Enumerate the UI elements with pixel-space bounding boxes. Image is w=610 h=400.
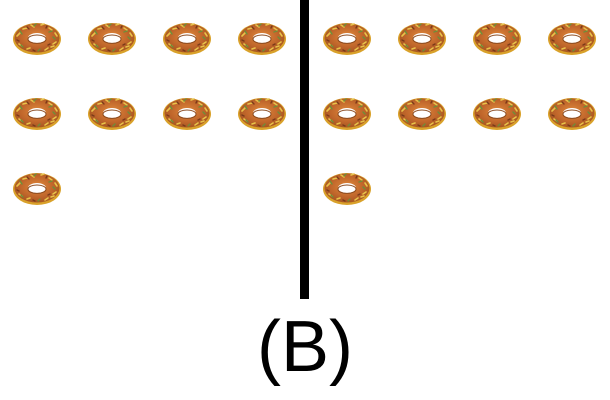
donut-icon <box>471 95 523 133</box>
donut-icon <box>11 95 63 133</box>
option-label: (B) <box>257 307 353 387</box>
divider-line <box>300 0 309 299</box>
donut-icon <box>396 20 448 58</box>
donut-icon <box>11 170 63 208</box>
donut-icon <box>161 95 213 133</box>
donut-icon <box>161 20 213 58</box>
donut-icon <box>471 20 523 58</box>
donut-icon <box>321 95 373 133</box>
donut-icon <box>396 95 448 133</box>
donut-icon <box>236 20 288 58</box>
donut-icon <box>86 20 138 58</box>
donut-icon <box>236 95 288 133</box>
donut-icon <box>86 95 138 133</box>
right-donut-group <box>310 0 610 300</box>
donut-icon <box>546 20 598 58</box>
donut-icon <box>546 95 598 133</box>
left-donut-group <box>0 0 300 300</box>
donut-icon <box>321 20 373 58</box>
donut-icon <box>11 20 63 58</box>
donut-icon <box>321 170 373 208</box>
